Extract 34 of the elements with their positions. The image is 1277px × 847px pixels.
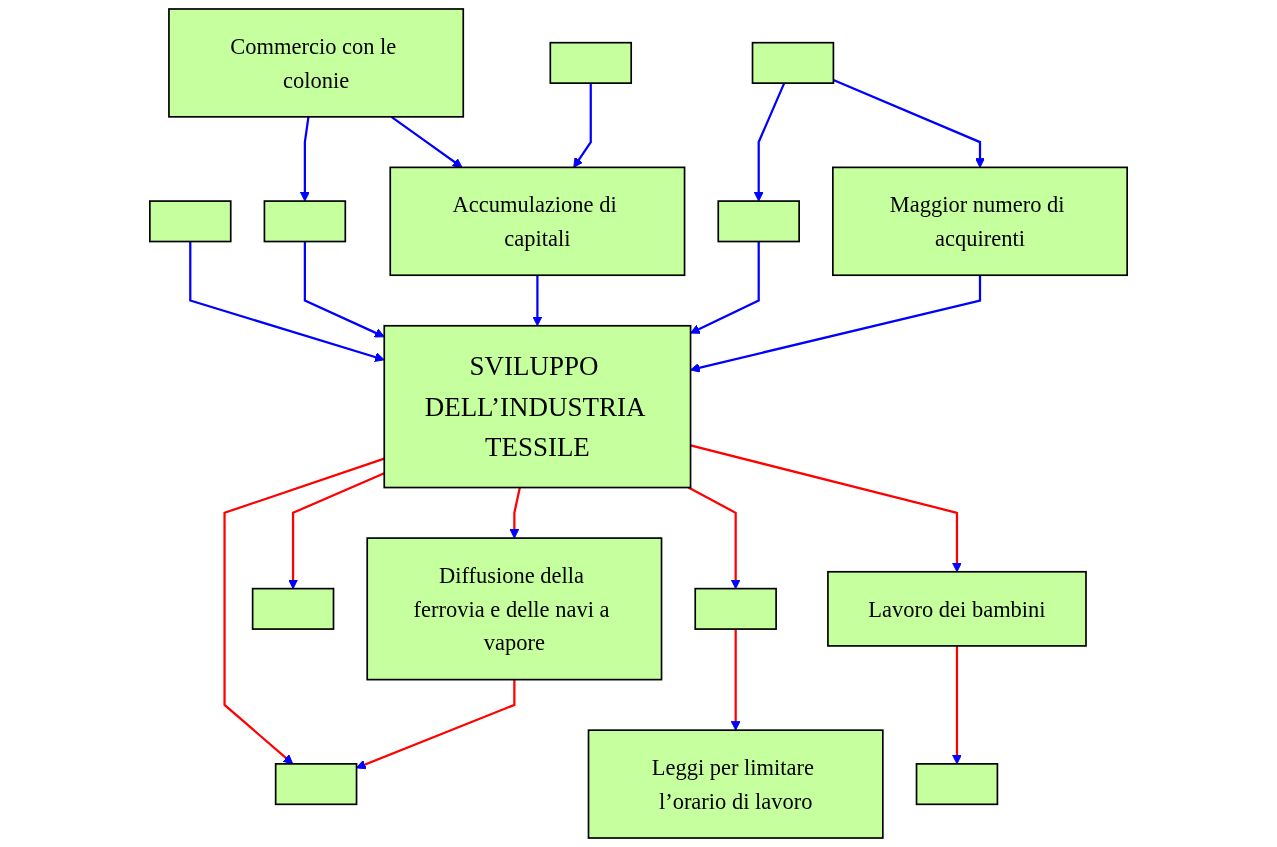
arrow — [690, 275, 982, 373]
node-box: Lavoro dei bambini — [827, 570, 1087, 647]
node-box — [694, 587, 777, 630]
arrow — [753, 82, 786, 202]
arrow — [356, 679, 516, 770]
node-box: Accumulazione di capitali — [389, 166, 686, 277]
node-box: SVILUPPO DELL’INDUSTRIA TESSILE — [383, 324, 692, 489]
arrow — [687, 486, 741, 590]
node-box — [751, 41, 835, 84]
arrow — [303, 241, 385, 338]
arrow — [832, 79, 985, 168]
arrow — [573, 83, 592, 168]
node-box — [915, 763, 999, 806]
node-box — [717, 200, 800, 243]
arrow — [509, 487, 521, 539]
arrow — [223, 457, 385, 765]
arrow — [952, 645, 962, 765]
arrow — [299, 116, 310, 202]
arrow — [288, 472, 385, 590]
node-box: Leggi per limitare l’orario di lavoro — [587, 729, 884, 839]
node-box — [549, 41, 633, 84]
node-box — [251, 587, 335, 630]
node-box: Commercio con le colonie — [168, 8, 465, 118]
node-box — [149, 200, 232, 243]
arrow — [189, 241, 385, 362]
arrow — [690, 241, 760, 334]
arrow — [730, 629, 741, 731]
node-box — [274, 763, 358, 806]
arrow — [690, 444, 962, 573]
arrow — [390, 115, 463, 168]
arrow — [532, 275, 543, 327]
node-box: Diffusione della ferrovia e delle navi a vapore — [366, 537, 663, 681]
node-box — [263, 200, 347, 243]
node-box: Maggior numero di acquirenti — [832, 166, 1128, 277]
